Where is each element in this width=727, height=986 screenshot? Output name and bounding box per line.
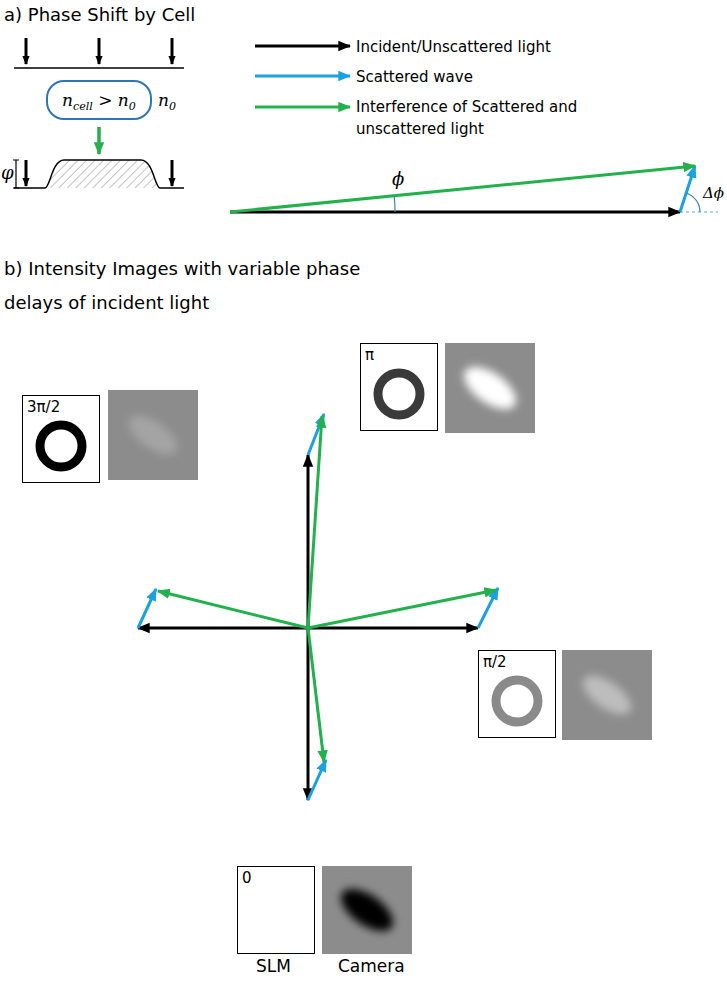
- cell-image: [123, 408, 184, 461]
- angle-arc: [394, 196, 396, 212]
- scattered-phasor: [680, 166, 695, 212]
- medium-index: n0: [158, 90, 176, 110]
- legend-text: Interference of Scattered and unscattere…: [356, 96, 596, 140]
- phase-ring: [40, 425, 82, 467]
- dashed-extension: [680, 212, 718, 213]
- camera-ground: [445, 343, 535, 433]
- camera-ground: [322, 866, 412, 954]
- incident-phasor: [307, 628, 310, 800]
- transmitted-arrow: [97, 127, 101, 154]
- scattered-phasor: [138, 589, 156, 628]
- refractive-index: ncell > n0: [62, 90, 136, 110]
- camera-image: [108, 390, 198, 480]
- sum-phasor: [230, 166, 695, 212]
- phase-value: 3π/2: [23, 396, 60, 416]
- section-title: b) Intensity Images with variable phase …: [4, 252, 389, 320]
- phase-angle: Δϕ: [703, 184, 724, 202]
- phase-ring: [378, 373, 420, 415]
- camera-ground: [562, 650, 652, 740]
- column-label: Camera: [338, 956, 405, 976]
- phase-angle: ϕ: [392, 168, 404, 190]
- wavefront-line: [14, 67, 184, 69]
- sum-phasor: [308, 416, 322, 628]
- cell-outline: ncell > n0: [46, 80, 152, 120]
- cell-image: [457, 359, 523, 418]
- incident-phasor: [308, 627, 478, 630]
- slm-pattern: π: [360, 343, 438, 431]
- legend-arrow-blue: [255, 75, 350, 78]
- phase-value: π: [361, 344, 374, 364]
- sum-phasor: [308, 628, 324, 762]
- legend-text: Scattered wave: [356, 66, 596, 88]
- slm-pattern: π/2: [478, 650, 556, 738]
- phase-value: π/2: [479, 651, 507, 671]
- slm-pattern: 0: [237, 866, 315, 954]
- camera-image: [445, 343, 535, 433]
- cell-image: [334, 881, 400, 940]
- incident-arrow: [98, 38, 101, 64]
- section-title: a) Phase Shift by Cell: [4, 4, 195, 26]
- phase-profile-fill: [45, 160, 160, 188]
- slm-pattern: 3π/2: [22, 395, 100, 483]
- legend-arrow-green: [255, 106, 350, 109]
- legend-text: Incident/Unscattered light: [356, 36, 596, 58]
- angle-arc: [686, 193, 700, 212]
- column-label: SLM: [256, 956, 291, 976]
- sum-phasor: [308, 590, 496, 628]
- camera-image: [562, 650, 652, 740]
- phase-value: 0: [238, 867, 252, 887]
- delay-arrow: [171, 160, 174, 186]
- incident-arrow: [25, 38, 28, 64]
- phase-ring: [496, 680, 538, 722]
- phase-profile: [14, 160, 184, 188]
- sum-phasor: [158, 591, 308, 628]
- scattered-phasor: [308, 760, 326, 800]
- incident-phasor: [138, 627, 308, 630]
- cell-image: [577, 668, 638, 721]
- camera-image: [322, 866, 412, 954]
- camera-ground: [108, 390, 198, 480]
- delay-arrow: [25, 160, 28, 186]
- phase-symbol: φ: [1, 162, 14, 184]
- phase-bracket: [13, 160, 19, 188]
- incident-arrow: [171, 38, 174, 64]
- unscattered-phasor: [230, 211, 680, 214]
- legend-arrow-black: [255, 45, 350, 48]
